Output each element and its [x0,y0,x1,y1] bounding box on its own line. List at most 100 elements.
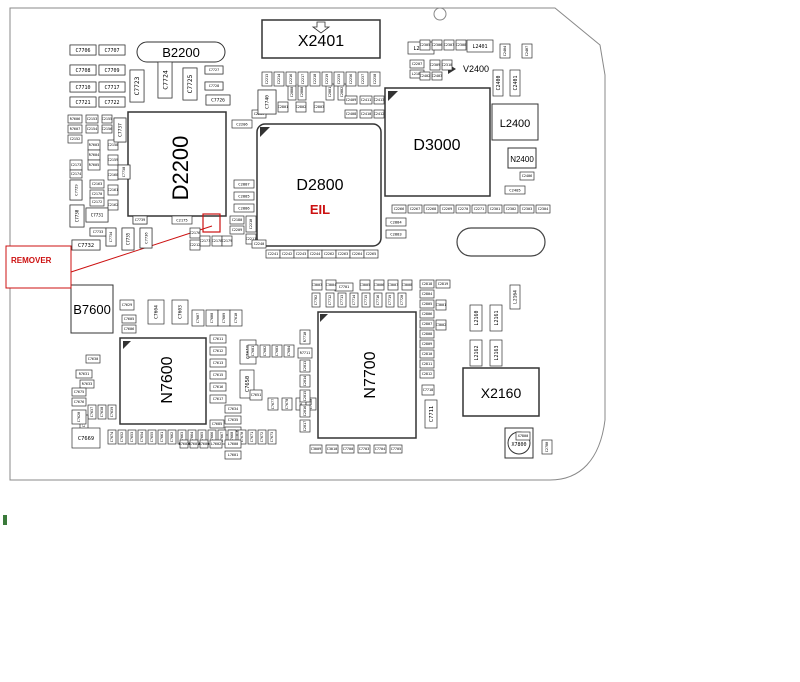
component-label: R7602 [179,442,190,446]
component-label: C7613 [213,361,224,365]
component-c7608: C7608 [205,309,219,327]
component-c2309: C2309 [429,59,441,71]
component-label: C2881 [328,87,332,98]
component-c7740: C7740 [257,89,277,115]
component-c2159: C2159 [107,154,119,166]
component-c2811: C2811 [419,359,435,369]
component-c2210: C2210 [245,215,257,233]
component-c2302: C2302 [503,204,519,214]
component-r7711: R7711 [297,347,313,359]
component-label: C2880 [300,87,304,98]
component-c7714: C7714 [349,292,359,308]
component-c7721: C7721 [69,96,97,108]
component-label: C2884 [390,219,402,224]
component-c2271: C2271 [471,204,487,214]
component-label: C2811 [422,362,433,366]
component-label: C2401 [513,75,519,90]
component-c7615: C7615 [209,370,227,380]
component-label: C2170 [92,192,103,196]
component-c7655: C7655 [147,429,157,445]
component-l7601: L7601 [224,450,242,460]
component-label: C7716 [376,295,380,306]
component-c7604: C7604 [147,299,165,325]
component-label: C7723 [134,76,141,95]
svg-text:X2401: X2401 [298,33,344,50]
component-label: R7711 [300,351,311,355]
component-c2815: C2815 [299,389,311,403]
component-c2412: C2412 [373,109,385,119]
component-label: C7674 [110,432,114,443]
component-label: C2805 [422,302,433,306]
component-label: C3009 [311,447,322,451]
component-c2213: C2213 [261,71,273,87]
component-label: C2302 [506,207,517,211]
component-label: C7664 [190,432,194,443]
component-r7604: R7604 [87,149,101,161]
component-c2216: C2216 [285,71,297,87]
component-c7639: C7639 [107,404,117,420]
component-label: C2178 [212,239,223,243]
component-label: C7670 [240,432,244,443]
component-label: C7717 [104,85,119,91]
component-c2304: C2304 [535,204,551,214]
component-label: L7602 [211,442,222,446]
svg-text:N2400: N2400 [510,155,534,164]
component-label: C2152 [70,137,81,141]
component-label: C2219 [325,74,329,85]
component-c7612: C7612 [209,346,227,356]
small-components: C2230C2203C2233C2223C2202C2226C2171C2222… [67,39,553,460]
component-c7715: C7715 [361,292,371,308]
component-label: C7726 [211,98,225,104]
component-label: C2819 [438,282,449,286]
chip-d2800: D2800 [256,123,382,247]
svg-text:X2160: X2160 [481,385,522,401]
component-c7730: C7730 [69,204,85,228]
component-c7719: C7719 [385,292,395,308]
mount-hole [433,7,447,21]
component-label: C7607 [196,313,200,324]
chip-d3000: D3000 [384,87,491,197]
component-label: C7739 [135,218,146,222]
component-c2155: C2155 [101,114,113,124]
component-label: R7603 [89,143,100,147]
component-c3010: C3010 [325,444,339,454]
component-c7726: C7726 [205,94,231,106]
component-c2219: C2219 [321,71,333,87]
component-label: C7711 [429,406,435,422]
component-c2804: C2804 [419,289,435,299]
component-label: C2159 [108,158,119,162]
component-c2808: C2808 [419,329,435,339]
component-c7706: C7706 [69,44,97,56]
component-c7736: C7736 [139,227,153,249]
component-l7602: L7602 [209,439,223,449]
component-c7661: C7661 [157,429,167,445]
component-c2403: C2403 [431,71,443,81]
component-c2888: C2888 [287,83,297,101]
component-label: L7601 [228,453,239,457]
component-label: C7676 [74,400,85,404]
component-c3005: C3005 [359,279,371,291]
component-label: C2235 [337,74,341,85]
component-r7601: R7601 [189,439,199,449]
component-c2310: C2310 [441,59,453,71]
component-c2172: C2172 [89,197,105,207]
component-label: C7604 [154,305,160,319]
component-label: C2177 [200,239,211,243]
component-c7677: C7677 [267,397,279,411]
component-c7732: C7732 [71,239,101,251]
component-label: C7712 [328,295,332,306]
component-c7716: C7716 [373,292,383,308]
component-c2305: C2305 [419,39,431,51]
component-c2163: C2163 [89,179,105,189]
component-c2212: C2212 [189,239,201,251]
chip-n7700: N7700 [317,311,417,439]
component-c2209: C2209 [229,225,245,235]
component-c7683: C7683 [271,344,283,358]
component-label: C7738 [122,167,126,178]
component-label: C2156 [102,127,113,131]
component-c2162: C2162 [107,199,119,211]
component-c7720: C7720 [397,292,407,308]
component-c7707: C7707 [98,44,126,56]
component-label: C2818 [422,282,433,286]
component-c2218: C2218 [309,71,321,87]
